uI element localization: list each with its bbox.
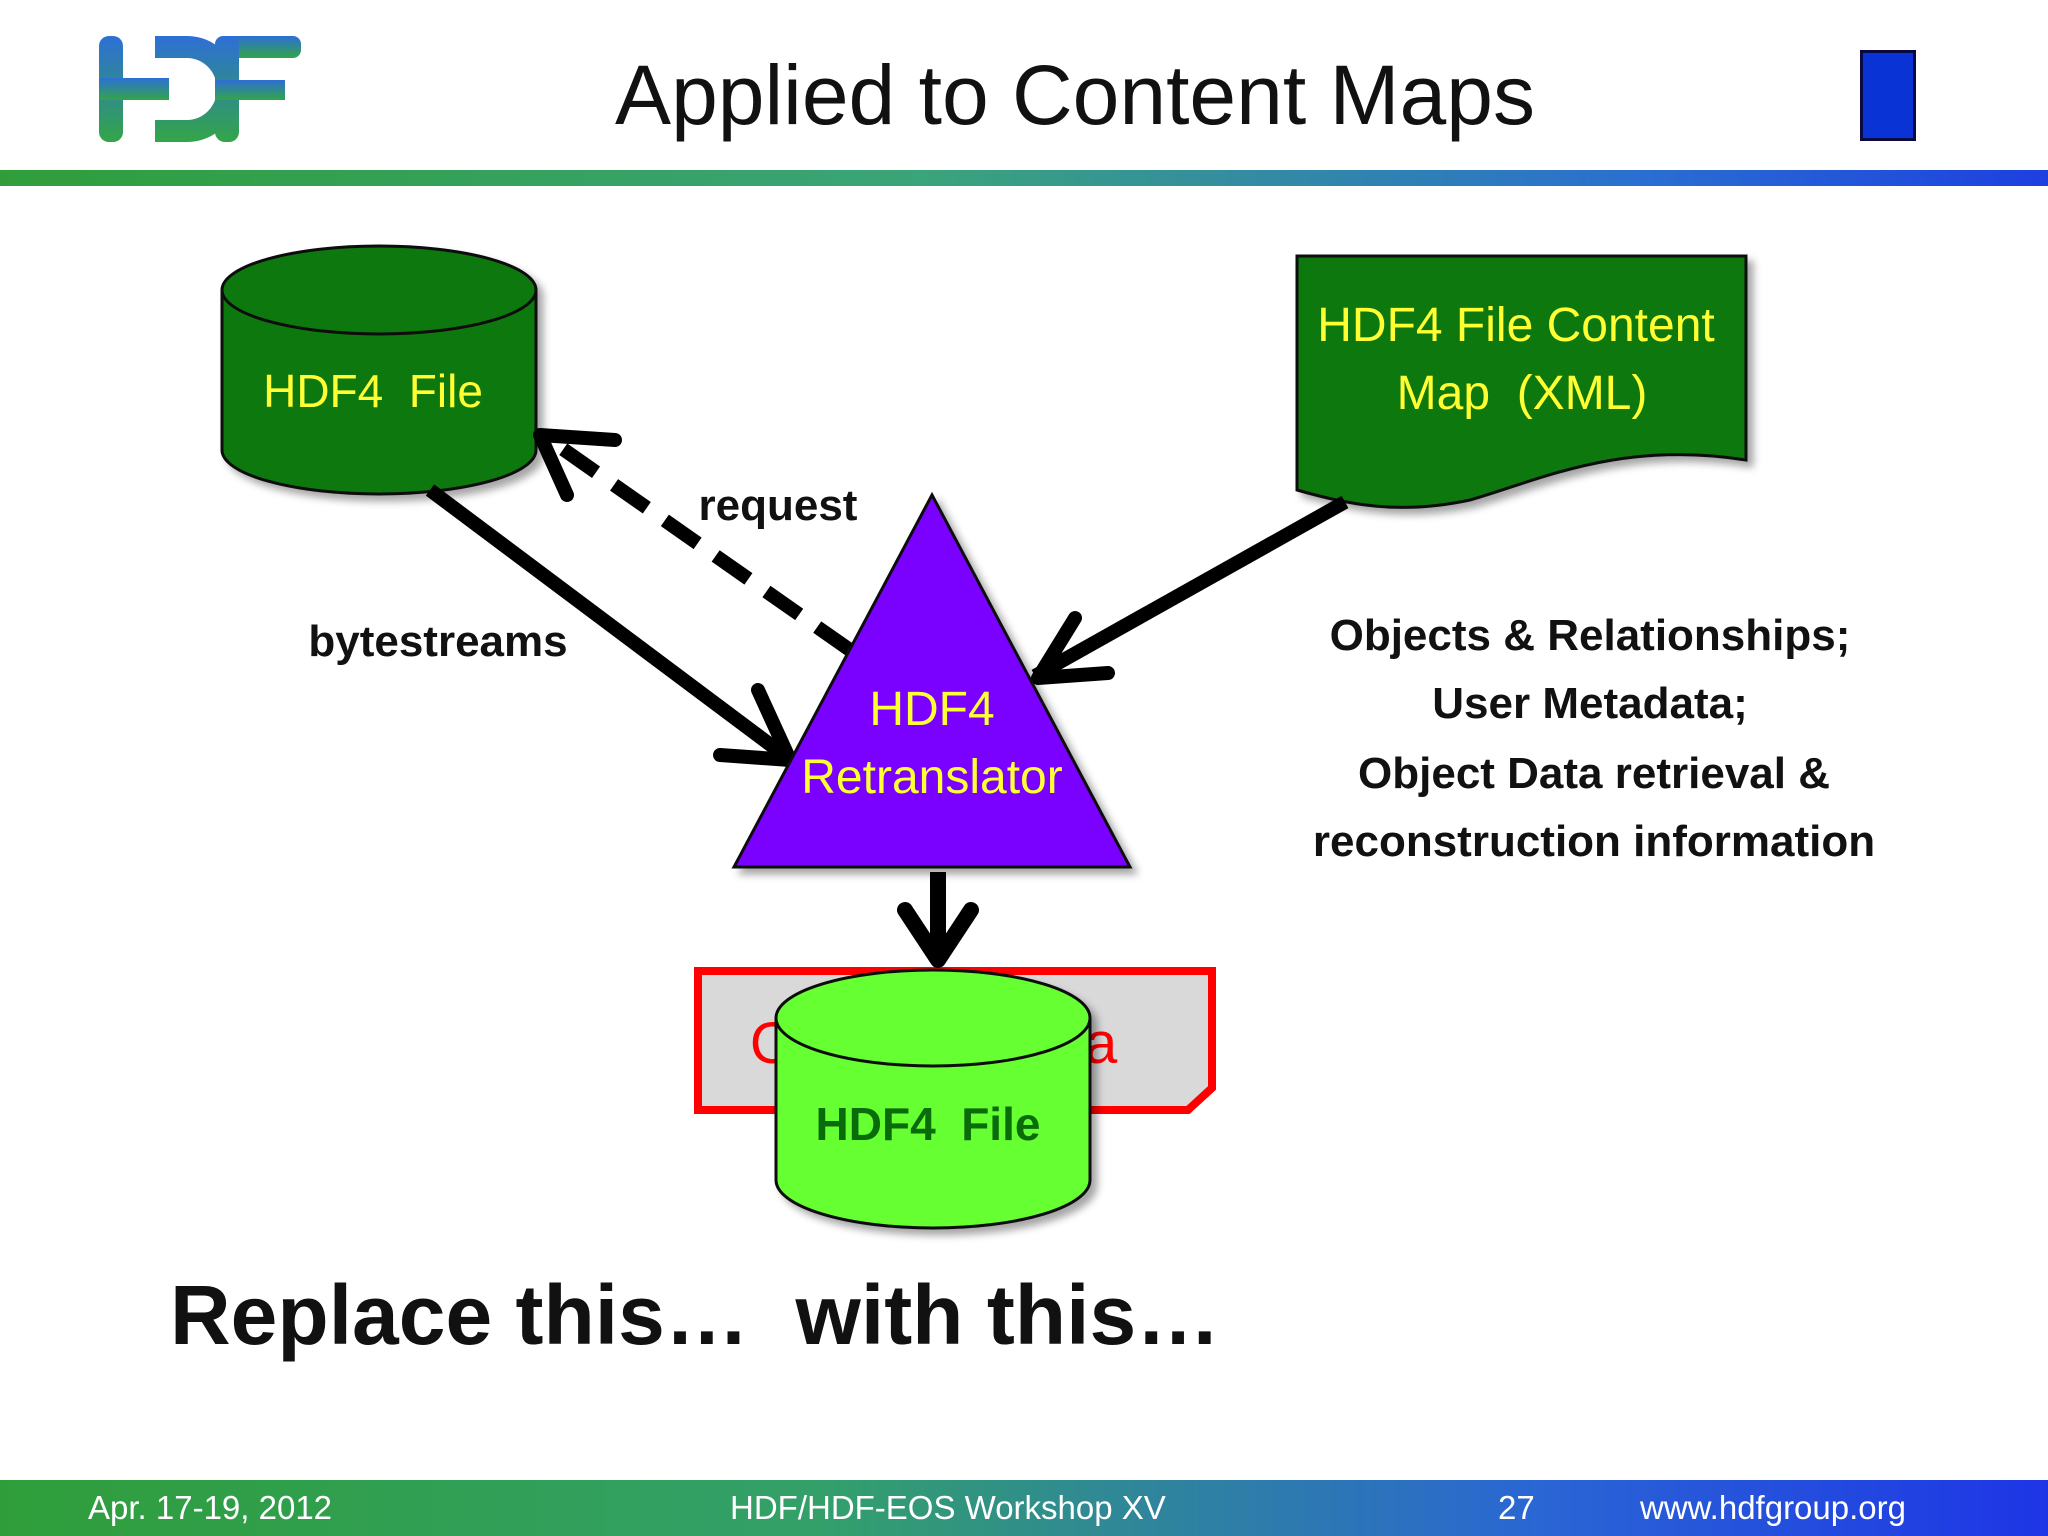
hdf-logo [99,36,301,142]
footer-event: HDF/HDF-EOS Workshop XV [730,1489,1166,1526]
info-line: User Metadata; [1432,679,1747,728]
content-map-arrow [1031,495,1349,685]
retranslator-label-line2: Retranslator [801,751,1062,804]
slide-title: Applied to Content Maps [615,48,1535,142]
retranslator-triangle [731,491,1133,869]
hdf4-file-label-top: HDF4 File [263,365,483,417]
footer-page-number: 27 [1498,1489,1535,1526]
replace-caption: Replace this… with this… [170,1268,1221,1362]
footer-date: Apr. 17-19, 2012 [88,1489,333,1526]
bytestreams-label: bytestreams [308,617,567,666]
output-arrow [897,872,979,968]
content-map-label-line1: HDF4 File Content [1317,299,1714,352]
content-map-document [1295,254,1748,509]
hdf4-file-label-bottom: HDF4 File [816,1098,1041,1150]
hdf4-file-cylinder-bottom [774,968,1092,1230]
content-map-label-line2: Map (XML) [1397,367,1648,420]
decorative-blue-block [1860,50,1916,141]
info-text-block: Objects & Relationships; User Metadata; … [1313,611,1875,866]
footer-url: www.hdfgroup.org [1640,1489,1906,1526]
retranslator-label-line1: HDF4 [869,683,994,736]
request-label: request [699,481,858,530]
info-line: reconstruction information [1313,817,1875,866]
hdf4-file-cylinder-top [220,244,538,496]
header-divider [0,170,2048,186]
request-arrow [533,428,855,656]
info-line: Object Data retrieval & [1358,749,1830,798]
footer-bar [0,1480,2048,1536]
info-line: Objects & Relationships; [1330,611,1851,660]
